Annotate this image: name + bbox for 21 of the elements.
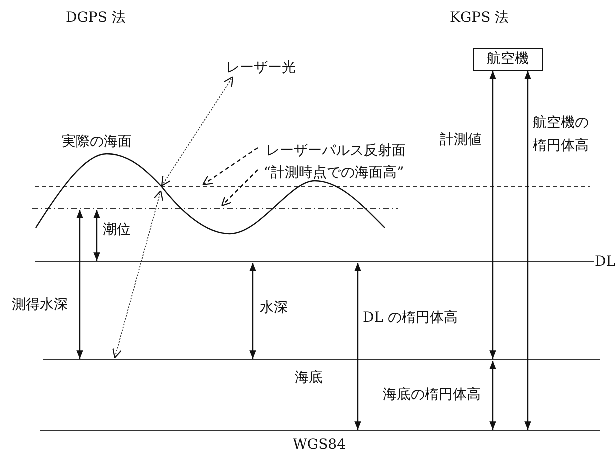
measure-label: 計測値	[440, 132, 482, 149]
line-label: WGS84	[293, 437, 346, 453]
surface-label: 実際の海面	[62, 134, 132, 151]
measure-label: 測得水深	[12, 297, 68, 314]
measurement-arrow	[490, 71, 496, 359]
leader-line	[202, 148, 258, 186]
measure-label: 航空機の楕円体高	[533, 114, 590, 156]
aircraft-box: 航空機	[473, 48, 543, 71]
measure-label: 潮位	[103, 222, 131, 239]
callout-text: “計測時点での海面高”	[253, 165, 415, 183]
leader-line	[221, 170, 258, 207]
line-label: DL	[595, 254, 616, 271]
beam-label: レーザー光	[226, 60, 296, 77]
line-label: 海底	[295, 370, 323, 387]
measure-label: 海底の楕円体高	[383, 387, 481, 404]
callout-text: レーザーパルス反射面	[258, 143, 414, 161]
measure-label: 水深	[260, 300, 288, 317]
method-heading: DGPS 法	[66, 10, 126, 27]
method-heading: KGPS 法	[450, 10, 510, 27]
measure-label: DL の楕円体高	[363, 310, 458, 327]
measurement-arrow	[524, 71, 532, 430]
